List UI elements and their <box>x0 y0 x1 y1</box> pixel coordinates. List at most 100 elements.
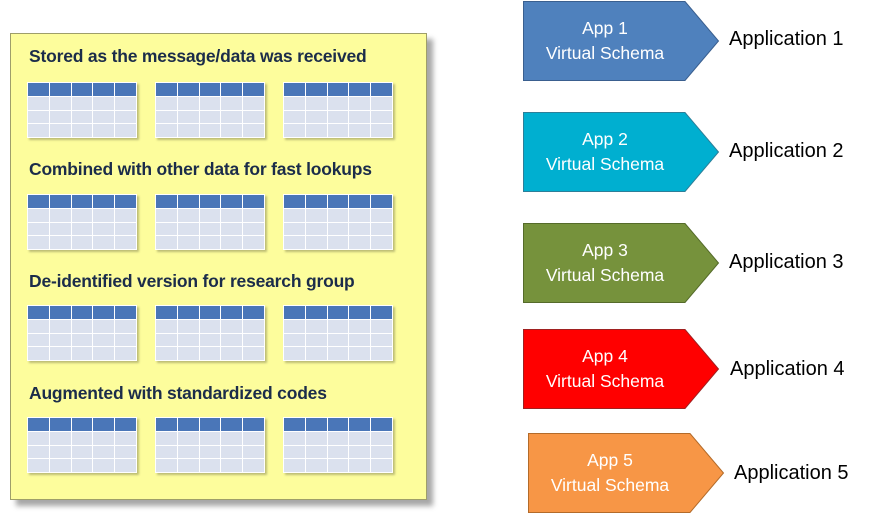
table-cell <box>326 123 350 138</box>
table-row <box>155 235 265 250</box>
table-cell <box>370 305 393 320</box>
table-cell <box>242 82 265 97</box>
application-4-label: Application 4 <box>730 358 845 380</box>
table-cell <box>242 207 265 223</box>
table-cell <box>92 417 116 432</box>
table-cell <box>176 82 200 97</box>
table-grid <box>27 417 137 473</box>
table-cell <box>155 458 178 473</box>
table-cell <box>304 235 328 250</box>
table-row <box>283 458 393 473</box>
table-cell <box>348 123 372 138</box>
table-row <box>27 123 137 138</box>
table-cell <box>220 194 244 209</box>
table-cell <box>283 346 306 361</box>
table-cell <box>283 95 306 111</box>
table-row <box>283 430 393 446</box>
table-cell <box>114 123 137 138</box>
table-cell <box>304 82 328 97</box>
table-cell <box>48 318 72 334</box>
table-header-row <box>27 194 137 209</box>
table-cell <box>198 346 222 361</box>
table-cell <box>155 235 178 250</box>
table-cell <box>304 417 328 432</box>
table-row <box>155 346 265 361</box>
table-cell <box>283 332 306 348</box>
table-cell <box>220 430 244 446</box>
table-row <box>27 458 137 473</box>
data-table <box>155 417 265 473</box>
table-cell <box>27 95 50 111</box>
table-cell <box>370 318 393 334</box>
table-header-row <box>27 82 137 97</box>
table-cell <box>198 235 222 250</box>
table-cell <box>92 444 116 460</box>
table-cell <box>176 235 200 250</box>
table-cell <box>155 332 178 348</box>
table-grid <box>155 194 265 250</box>
table-grid <box>27 82 137 138</box>
table-cell <box>220 444 244 460</box>
table-cell <box>283 221 306 237</box>
table-cell <box>283 430 306 446</box>
section-heading-combined: Combined with other data for fast lookup… <box>29 159 372 179</box>
table-cell <box>283 458 306 473</box>
table-cell <box>304 109 328 125</box>
table-cell <box>70 109 94 125</box>
table-cell <box>176 332 200 348</box>
table-cell <box>176 221 200 237</box>
schema-subtitle: Virtual Schema <box>545 371 665 391</box>
table-cell <box>283 82 306 97</box>
table-cell <box>220 235 244 250</box>
schema-title: App 2 <box>582 129 628 149</box>
table-cell <box>27 305 50 320</box>
table-cell <box>220 221 244 237</box>
table-row <box>283 318 393 334</box>
table-cell <box>220 332 244 348</box>
schema-label: App 1 Virtual Schema <box>523 1 687 81</box>
table-cell <box>198 194 222 209</box>
table-row <box>283 332 393 348</box>
table-cell <box>242 235 265 250</box>
table-cell <box>220 458 244 473</box>
table-row <box>155 221 265 237</box>
table-cell <box>370 82 393 97</box>
table-cell <box>304 123 328 138</box>
table-cell <box>198 318 222 334</box>
table-grid <box>155 417 265 473</box>
table-cell <box>283 444 306 460</box>
table-cell <box>176 194 200 209</box>
table-cell <box>370 221 393 237</box>
table-cell <box>198 109 222 125</box>
table-header-row <box>155 82 265 97</box>
app3-virtual-schema-arrow: App 3 Virtual Schema <box>523 223 720 303</box>
table-cell <box>48 123 72 138</box>
table-cell <box>220 207 244 223</box>
table-grid <box>283 194 393 250</box>
table-header-row <box>155 417 265 432</box>
table-cell <box>114 221 137 237</box>
section-heading-augmented: Augmented with standardized codes <box>29 383 327 403</box>
table-cell <box>70 318 94 334</box>
pentagon-arrow-shape <box>523 329 720 409</box>
table-cell <box>370 444 393 460</box>
table-row <box>283 444 393 460</box>
table-cell <box>198 207 222 223</box>
schema-title: App 3 <box>582 240 628 260</box>
data-table <box>155 194 265 250</box>
table-cell <box>326 458 350 473</box>
table-cell <box>70 207 94 223</box>
table-cell <box>114 109 137 125</box>
table-cell <box>370 332 393 348</box>
table-header-row <box>283 82 393 97</box>
table-row <box>27 109 137 125</box>
data-table <box>283 305 393 361</box>
table-cell <box>220 346 244 361</box>
table-cell <box>198 430 222 446</box>
table-cell <box>348 430 372 446</box>
table-cell <box>242 123 265 138</box>
table-cell <box>114 417 137 432</box>
table-cell <box>326 194 350 209</box>
table-cell <box>27 235 50 250</box>
table-cell <box>70 444 94 460</box>
